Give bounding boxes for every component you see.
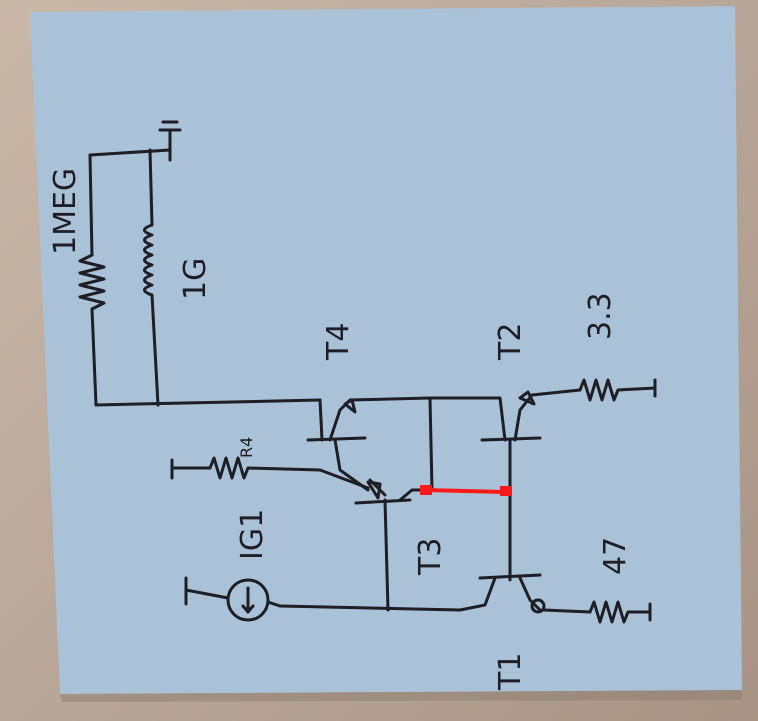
transistor-t2: [428, 388, 582, 582]
label-t1: T1: [493, 653, 528, 691]
label-t3: T3: [413, 538, 448, 576]
label-1meg: 1MEG: [48, 168, 83, 255]
sticky-note-shadow: [60, 690, 742, 702]
label-1g: 1G: [178, 258, 213, 300]
resistor-47: [542, 600, 652, 624]
current-source-ig1: [184, 576, 282, 622]
label-t4: T4: [321, 323, 356, 361]
inductor-1g: [143, 148, 160, 407]
left-loop-bottom-wire: [94, 398, 322, 407]
label-ig1: IG1: [235, 509, 270, 560]
label-3-3: 3.3: [583, 292, 618, 340]
sticky-note-paper: [30, 6, 742, 694]
ground-symbol-top: [158, 120, 182, 162]
label-r4: R4: [237, 437, 256, 458]
resistor-3-3: [578, 378, 657, 402]
transistor-t1: [278, 573, 546, 614]
highlighted-wire: [420, 485, 512, 496]
transistor-t3: [354, 478, 432, 612]
label-t2: T2: [493, 323, 528, 361]
resistor-r4: [170, 456, 370, 490]
resistor-1meg: [78, 153, 106, 407]
transistor-t4: [306, 396, 432, 492]
top-wire: [88, 148, 172, 157]
mid-vertical-wire: [428, 396, 434, 492]
label-47: 47: [598, 537, 633, 575]
